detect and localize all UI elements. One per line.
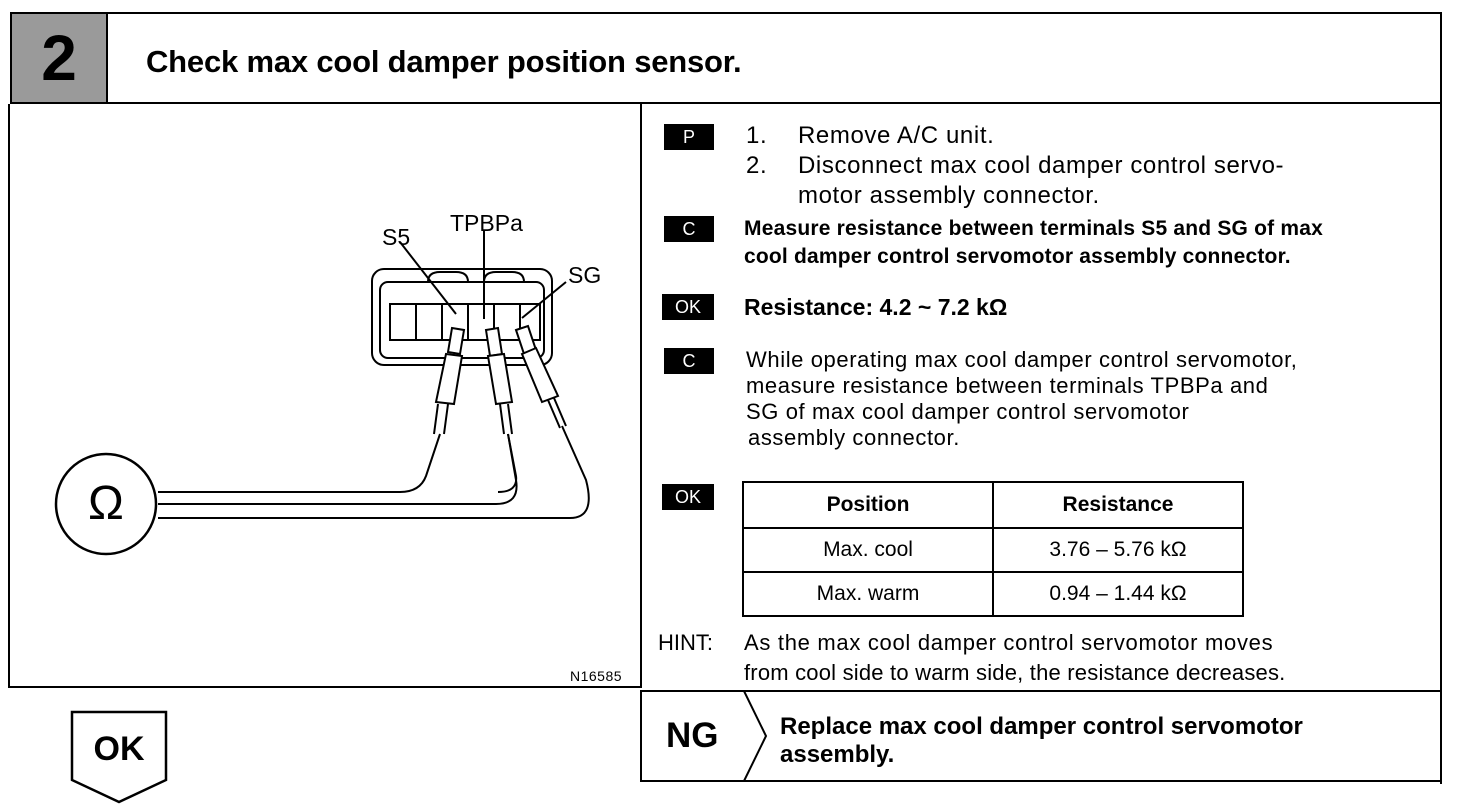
check1-badge: C: [664, 216, 714, 242]
ok2-badge: OK: [662, 484, 714, 510]
table-cell-position: Max. warm: [742, 571, 994, 617]
ok1-resistance-spec: Resistance: 4.2 ~ 7.2 kΩ: [744, 294, 1008, 320]
hint-line-1: As the max cool damper control servomoto…: [744, 630, 1274, 655]
resistance-table: Position Resistance Max. cool 3.76 – 5.7…: [742, 481, 1244, 617]
figure-code: N16585: [570, 668, 623, 684]
table-header-row: Position Resistance: [742, 481, 1244, 529]
step-number: 2: [41, 22, 77, 94]
cavity-2: [415, 303, 443, 341]
check2-badge: C: [664, 348, 714, 374]
prep-step-1-num: 1.: [746, 122, 768, 149]
check2-line-2: measure resistance between terminals TPB…: [746, 373, 1269, 398]
probe-s5: [433, 326, 466, 435]
ng-result-label: NG: [666, 716, 719, 755]
check1-line-1: Measure resistance between terminals S5 …: [744, 217, 1323, 240]
cavity-1: [389, 303, 417, 341]
probe-sg: [514, 324, 567, 429]
ng-arrow-divider: [743, 691, 768, 781]
connector-latch-right: [483, 271, 525, 283]
prep-step-2-text-cont: motor assembly connector.: [798, 182, 1100, 209]
check2-line-3: SG of max cool damper control servomotor: [746, 399, 1190, 424]
connector-latch-left: [427, 271, 469, 283]
lead-tpbpa: [158, 433, 518, 505]
ohm-symbol: Ω: [88, 477, 124, 530]
table-cell-resistance: 0.94 – 1.44 kΩ: [992, 571, 1244, 617]
label-sg: SG: [568, 262, 602, 288]
table-row: Max. warm 0.94 – 1.44 kΩ: [742, 571, 1244, 617]
leader-s5: [399, 241, 457, 315]
check2-line-4: assembly connector.: [748, 425, 960, 450]
label-tpbpa: TPBPa: [450, 210, 523, 236]
table-cell-position: Max. cool: [742, 527, 994, 573]
table-header-resistance: Resistance: [992, 481, 1244, 529]
ohmmeter-body: [54, 452, 158, 556]
panel-divider: [640, 104, 642, 688]
prep-badge: P: [664, 124, 714, 150]
hint-line-2: from cool side to warm side, the resista…: [744, 660, 1286, 685]
ok-result-label: OK: [93, 730, 145, 768]
ok-result-marker: [70, 710, 168, 804]
hint-label: HINT:: [658, 630, 713, 655]
check2-line-1: While operating max cool damper control …: [746, 347, 1298, 372]
ok1-badge: OK: [662, 294, 714, 320]
lead-sg: [158, 425, 590, 519]
ng-result-box: [640, 690, 1442, 782]
connector-housing: [371, 268, 553, 366]
ng-action-line-2: assembly.: [780, 741, 895, 768]
prep-step-2-num: 2.: [746, 152, 768, 179]
check1-line-2: cool damper control servomotor assembly …: [744, 245, 1291, 268]
step-header: [10, 12, 1442, 104]
prep-step-2-text: Disconnect max cool damper control servo…: [798, 152, 1285, 179]
table-cell-resistance: 3.76 – 5.76 kΩ: [992, 527, 1244, 573]
lead-s5: [158, 433, 441, 493]
probe-tpbpa: [484, 326, 514, 435]
label-s5: S5: [382, 224, 411, 250]
diagram-panel: [8, 104, 642, 688]
prep-step-1-text: Remove A/C unit.: [798, 122, 995, 149]
table-row: Max. cool 3.76 – 5.76 kΩ: [742, 527, 1244, 573]
leader-sg: [521, 281, 567, 319]
step-number-box: 2: [12, 14, 108, 102]
table-header-position: Position: [742, 481, 994, 529]
page-title: Check max cool damper position sensor.: [146, 44, 742, 79]
right-border: [1440, 104, 1442, 784]
ng-action-line-1: Replace max cool damper control servomot…: [780, 713, 1303, 740]
connector-diagram: [54, 230, 590, 556]
